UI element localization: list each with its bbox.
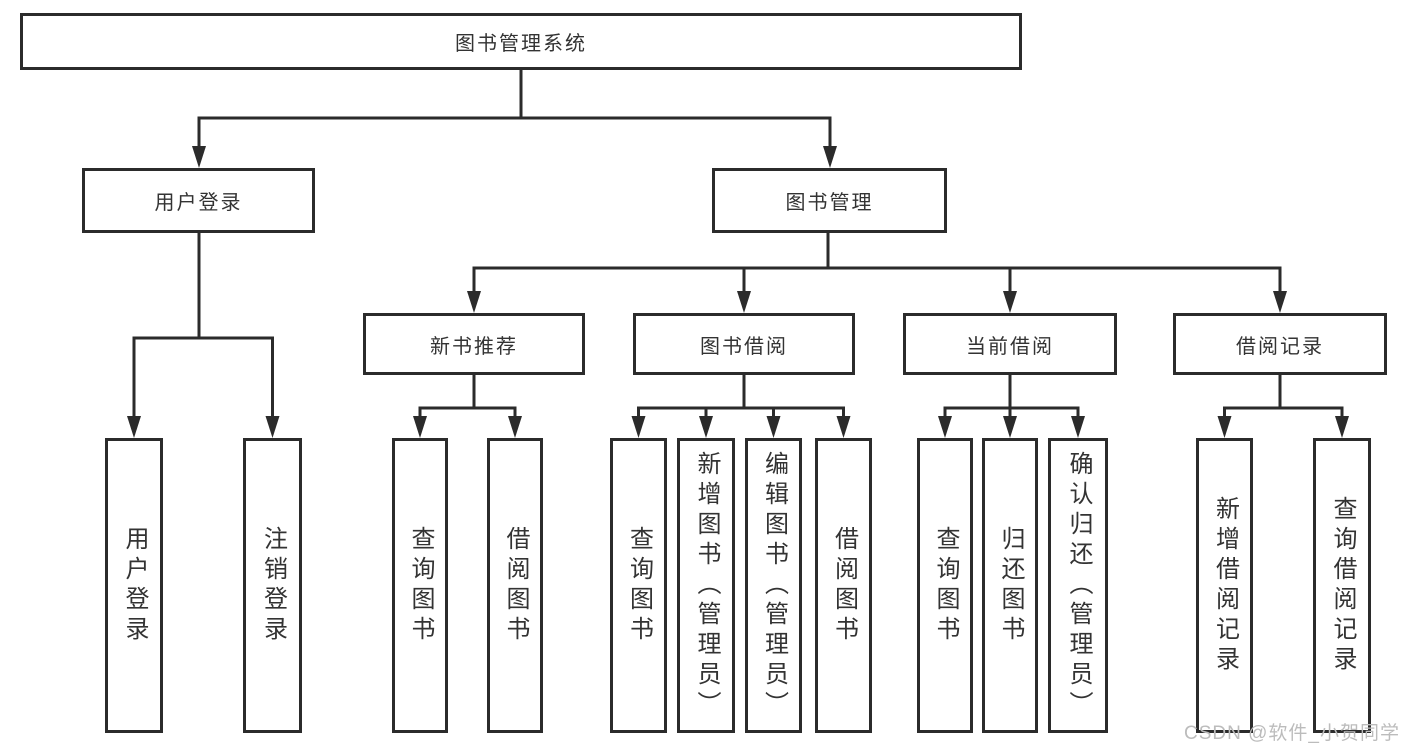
node-label: 借阅图书 xyxy=(502,525,529,646)
node-label: 查询借阅记录 xyxy=(1329,495,1356,676)
leaf-return-books: 归还图书 xyxy=(982,438,1038,733)
node-label: 查询图书 xyxy=(625,525,653,646)
arrow-down-icon xyxy=(938,416,952,438)
arrow-down-icon xyxy=(836,416,851,438)
leaf-add-borrow-record: 新增借阅记录 xyxy=(1196,438,1253,733)
leaf-borrow-books-recommend: 借阅图书 xyxy=(487,438,543,733)
csdn-watermark: CSDN @软件_小贺同学 xyxy=(1184,723,1400,744)
leaf-add-books-admin: 新增图书（管理员） xyxy=(677,438,735,733)
leaf-user-login: 用户登录 xyxy=(105,438,163,733)
arrow-down-icon xyxy=(127,416,141,438)
node-book-management: 图书管理 xyxy=(712,168,947,233)
node-label: 新增借阅记录 xyxy=(1211,495,1239,676)
arrow-down-icon xyxy=(467,291,481,313)
node-label: 确认归还（管理员） xyxy=(1065,450,1092,721)
leaf-query-books-recommend: 查询图书 xyxy=(392,438,448,733)
node-label: 当前借阅 xyxy=(966,335,1054,358)
leaf-borrow-books: 借阅图书 xyxy=(815,438,872,733)
arrow-down-icon xyxy=(192,146,206,168)
node-library-management-system: 图书管理系统 xyxy=(20,13,1022,70)
arrow-down-icon xyxy=(1003,291,1017,313)
node-label: 归还图书 xyxy=(997,525,1024,646)
node-label: 借阅记录 xyxy=(1236,335,1324,358)
node-label: 图书管理系统 xyxy=(455,33,587,55)
node-new-book-recommendation: 新书推荐 xyxy=(363,313,585,375)
node-user-login: 用户登录 xyxy=(82,168,315,233)
arrow-down-icon xyxy=(1217,416,1232,438)
node-label: 新书推荐 xyxy=(430,335,518,358)
arrow-down-icon xyxy=(1071,416,1085,438)
node-label: 查询图书 xyxy=(407,525,434,646)
arrow-down-icon xyxy=(508,416,522,438)
node-label: 新增图书（管理员） xyxy=(693,450,720,721)
node-label: 用户登录 xyxy=(154,192,243,214)
arrow-down-icon xyxy=(1003,416,1017,438)
node-label: 查询图书 xyxy=(932,525,959,646)
node-current-borrowing: 当前借阅 xyxy=(903,313,1117,375)
node-book-borrowing: 图书借阅 xyxy=(633,313,855,375)
arrow-down-icon xyxy=(413,416,427,438)
leaf-confirm-return-admin: 确认归还（管理员） xyxy=(1048,438,1108,733)
arrow-down-icon xyxy=(1273,291,1287,313)
node-label: 图书管理 xyxy=(785,192,874,214)
node-borrowing-records: 借阅记录 xyxy=(1173,313,1387,375)
arrow-down-icon xyxy=(737,291,751,313)
node-label: 图书借阅 xyxy=(700,335,788,358)
leaf-query-books-borrow: 查询图书 xyxy=(610,438,667,733)
arrow-down-icon xyxy=(823,146,837,168)
leaf-query-borrow-record: 查询借阅记录 xyxy=(1313,438,1371,733)
arrow-down-icon xyxy=(699,416,713,438)
node-label: 注销登录 xyxy=(259,525,287,646)
node-label: 用户登录 xyxy=(121,525,148,646)
arrow-down-icon xyxy=(265,416,280,438)
arrow-down-icon xyxy=(1335,416,1349,438)
leaf-query-books-current: 查询图书 xyxy=(917,438,973,733)
node-label: 借阅图书 xyxy=(830,525,858,646)
arrow-down-icon xyxy=(766,416,781,438)
leaf-edit-books-admin: 编辑图书（管理员） xyxy=(745,438,802,733)
node-label: 编辑图书（管理员） xyxy=(760,450,788,721)
arrow-down-icon xyxy=(631,416,646,438)
leaf-logout: 注销登录 xyxy=(243,438,302,733)
